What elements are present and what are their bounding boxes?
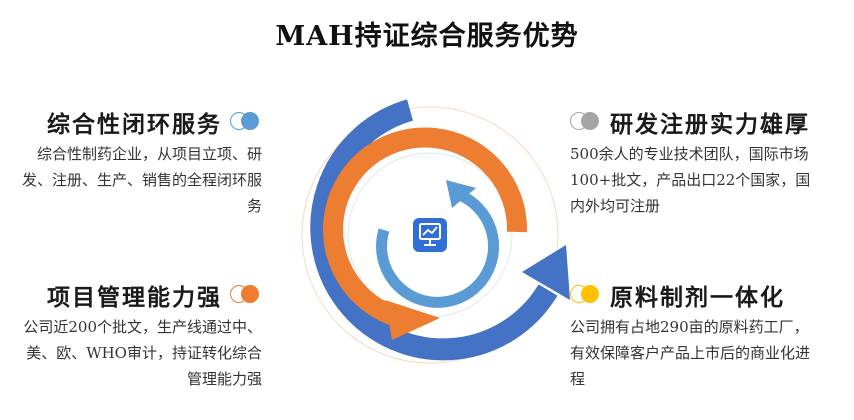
toggle-dot-icon — [570, 285, 602, 305]
block-integrated-service: 综合性闭环服务 综合性制药企业，从项目立项、研发、注册、生产、销售的全程闭环服务 — [14, 105, 262, 219]
block-project-management: 项目管理能力强 公司近200个批文，生产线通过中、美、欧、WHO审计，持证转化综… — [14, 278, 262, 392]
middle-arrow — [323, 127, 528, 340]
block-description: 公司近200个批文，生产线通过中、美、欧、WHO审计，持证转化综合管理能力强 — [23, 318, 262, 388]
block-heading: 原料制剂一体化 — [610, 284, 785, 311]
block-heading: 综合性闭环服务 — [47, 111, 222, 138]
block-api-formulation: 原料制剂一体化 公司拥有占地290亩的原料药工厂，有效保障客户产品上市后的商业化… — [570, 278, 820, 392]
block-header: 原料制剂一体化 — [570, 278, 820, 312]
toggle-dot-icon — [570, 112, 602, 132]
block-header: 项目管理能力强 — [14, 278, 262, 312]
block-heading: 研发注册实力雄厚 — [610, 111, 810, 138]
guide-circle-outer — [301, 106, 559, 364]
block-description: 500余人的专业技术团队，国际市场100+批文，产品出口22个国家，国内外均可注… — [570, 145, 811, 215]
block-header: 综合性闭环服务 — [14, 105, 262, 139]
toggle-dot-icon — [230, 112, 262, 132]
toggle-dot-icon — [230, 285, 262, 305]
block-description: 综合性制药企业，从项目立项、研发、注册、生产、销售的全程闭环服务 — [21, 145, 262, 215]
block-header: 研发注册实力雄厚 — [570, 105, 820, 139]
block-description: 公司拥有占地290亩的原料药工厂，有效保障客户产品上市后的商业化进程 — [570, 318, 811, 388]
outer-arrow — [310, 99, 570, 361]
page-title: MAH持证综合服务优势 — [275, 21, 579, 52]
monitor-chart-icon — [413, 218, 447, 252]
block-heading: 项目管理能力强 — [47, 284, 222, 311]
inner-arrow — [376, 180, 500, 308]
block-rd-registration: 研发注册实力雄厚 500余人的专业技术团队，国际市场100+批文，产品出口22个… — [570, 105, 820, 219]
